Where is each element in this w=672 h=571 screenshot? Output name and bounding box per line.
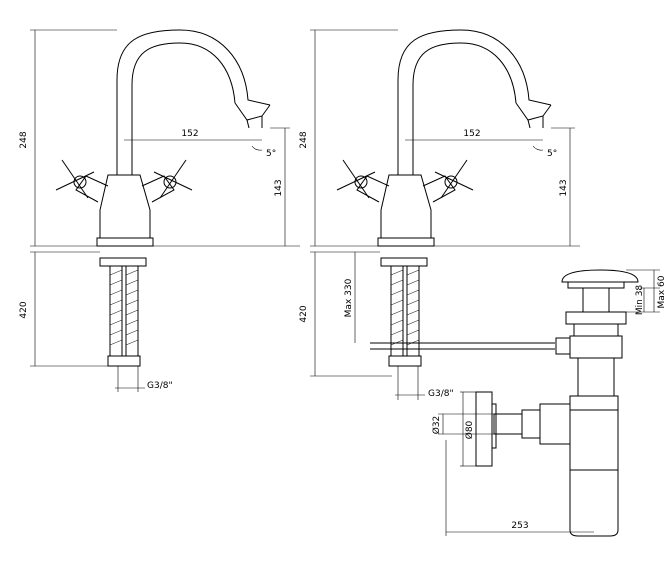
right-total-height: 248: [299, 131, 309, 148]
trap-plug-min: Min 38: [635, 285, 645, 316]
left-spout-height: 143: [274, 179, 284, 196]
right-reach: 152: [463, 129, 480, 139]
right-faucet-view: [310, 29, 580, 400]
right-thread: G3/8": [428, 389, 454, 399]
left-angle: 5°: [266, 149, 276, 159]
left-faucet-view: [30, 29, 300, 392]
trap-pipe-dia: Ø32: [431, 416, 442, 435]
trap-flange-dia: Ø80: [464, 420, 475, 439]
trap-plug-max: Max 60: [657, 275, 667, 308]
left-total-height: 248: [19, 131, 29, 148]
trap-depth: 253: [511, 521, 528, 531]
waste-trap-view: [438, 269, 660, 537]
right-spout-height: 143: [559, 179, 569, 196]
left-thread: G3/8": [147, 381, 173, 391]
left-reach: 152: [181, 129, 198, 139]
right-hose-length: 420: [299, 305, 309, 322]
left-hose-length: 420: [19, 301, 29, 318]
right-popup-rod: Max 330: [344, 278, 354, 317]
right-angle: 5°: [547, 149, 557, 159]
